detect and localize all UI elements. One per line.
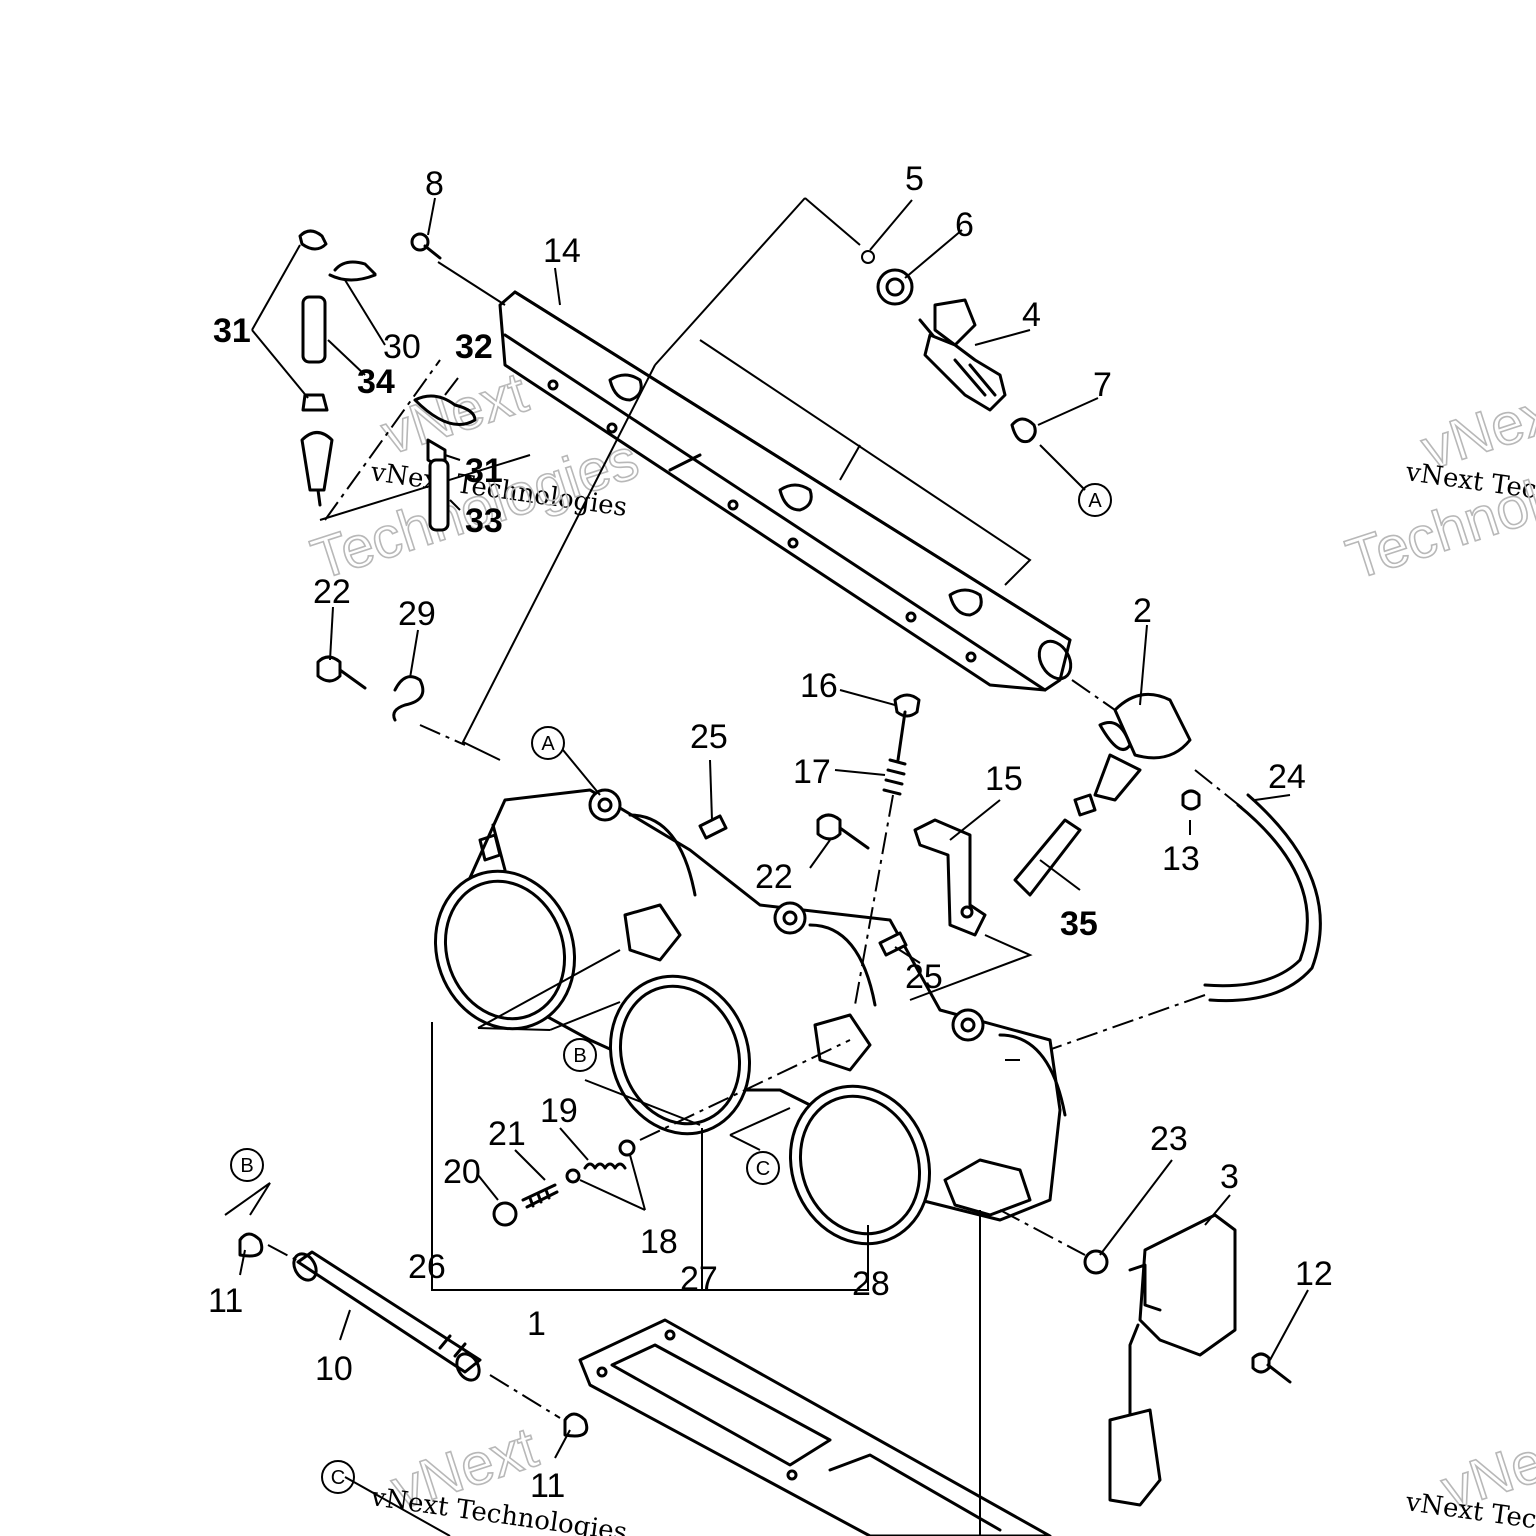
screw-8 bbox=[410, 232, 506, 306]
callout-27: 27 bbox=[680, 1260, 718, 1298]
callout-16: 16 bbox=[800, 667, 838, 705]
callout-6: 6 bbox=[955, 206, 974, 244]
callout-28: 28 bbox=[852, 1265, 890, 1303]
callout-leaders bbox=[239, 197, 1309, 1459]
callout-8: 8 bbox=[425, 165, 444, 203]
bolt-22-upper bbox=[316, 655, 367, 690]
callout-18: 18 bbox=[640, 1223, 678, 1261]
callout-29: 29 bbox=[398, 595, 436, 633]
callout-22-lower: 22 bbox=[755, 858, 793, 896]
callout-25-lower: 25 bbox=[905, 958, 943, 996]
sensor-assembly-left bbox=[298, 229, 477, 532]
throttle-body bbox=[433, 788, 1067, 1246]
callout-31-right: 31 bbox=[465, 452, 503, 490]
callout-24: 24 bbox=[1268, 758, 1306, 796]
callout-17: 17 bbox=[793, 753, 831, 791]
callout-35: 35 bbox=[1060, 905, 1098, 943]
callout-11-left: 11 bbox=[208, 1282, 243, 1320]
ref-circle-a-upper bbox=[1078, 483, 1112, 517]
callout-26: 26 bbox=[408, 1248, 446, 1286]
callout-21: 21 bbox=[488, 1115, 526, 1153]
callout-20: 20 bbox=[443, 1153, 481, 1191]
ref-circle-c-body bbox=[746, 1151, 780, 1185]
callout-11-bottom: 11 bbox=[530, 1467, 565, 1505]
callout-2: 2 bbox=[1133, 592, 1152, 630]
callout-15: 15 bbox=[985, 760, 1023, 798]
watermark-vnext: vNext bbox=[374, 360, 535, 468]
callout-10: 10 bbox=[315, 1350, 353, 1388]
ref-letter-c-body: C bbox=[756, 1158, 770, 1180]
bracket-15 bbox=[909, 818, 1033, 1001]
callout-14: 14 bbox=[543, 232, 581, 270]
callout-12: 12 bbox=[1295, 1255, 1333, 1293]
callout-13: 13 bbox=[1162, 840, 1200, 878]
callout-22-upper: 22 bbox=[313, 573, 351, 611]
callout-3: 3 bbox=[1220, 1158, 1239, 1196]
callout-23: 23 bbox=[1150, 1120, 1188, 1158]
callout-19: 19 bbox=[540, 1092, 578, 1130]
ref-circle-a-lower bbox=[531, 726, 565, 760]
ref-circle-c-bottom bbox=[321, 1460, 355, 1494]
clip-29 bbox=[392, 675, 466, 746]
callout-1: 1 bbox=[527, 1305, 546, 1343]
callout-33: 33 bbox=[465, 502, 503, 540]
group-brackets bbox=[224, 949, 1020, 1536]
fuel-injector bbox=[861, 250, 1086, 491]
pressure-regulator bbox=[1013, 679, 1201, 897]
ref-circle-b-shaft bbox=[230, 1148, 264, 1182]
callout-25-upper: 25 bbox=[690, 718, 728, 756]
callout-4: 4 bbox=[1022, 296, 1041, 334]
ref-letter-c-bottom: C bbox=[331, 1467, 345, 1489]
ref-letter-b-shaft: B bbox=[240, 1155, 253, 1177]
callout-31-left: 31 bbox=[213, 312, 251, 350]
callout-numbers: 8 5 6 14 4 7 31 30 32 34 31 33 22 29 2 1… bbox=[208, 160, 1333, 1505]
callout-32: 32 bbox=[455, 328, 493, 366]
ref-letter-b-body: B bbox=[573, 1045, 586, 1067]
o-ring-5 bbox=[861, 250, 875, 264]
callout-5: 5 bbox=[905, 160, 924, 198]
idle-screw-assembly bbox=[492, 1039, 851, 1227]
control-module bbox=[999, 1209, 1292, 1507]
ref-letter-a-upper: A bbox=[1088, 490, 1102, 512]
callout-30: 30 bbox=[383, 328, 421, 366]
callout-34: 34 bbox=[357, 363, 395, 401]
reference-markers: A A B B C C bbox=[230, 483, 1112, 1494]
callout-7: 7 bbox=[1093, 366, 1112, 404]
bolt-22-lower bbox=[816, 813, 870, 850]
assembly-bracket-lines bbox=[319, 197, 1032, 761]
screw-16-spring-17 bbox=[854, 693, 921, 1006]
ref-letter-a-lower: A bbox=[541, 733, 555, 755]
shaft-10 bbox=[238, 1232, 589, 1438]
gasket-plate bbox=[578, 1318, 1052, 1536]
ref-circle-b-body bbox=[563, 1038, 597, 1072]
